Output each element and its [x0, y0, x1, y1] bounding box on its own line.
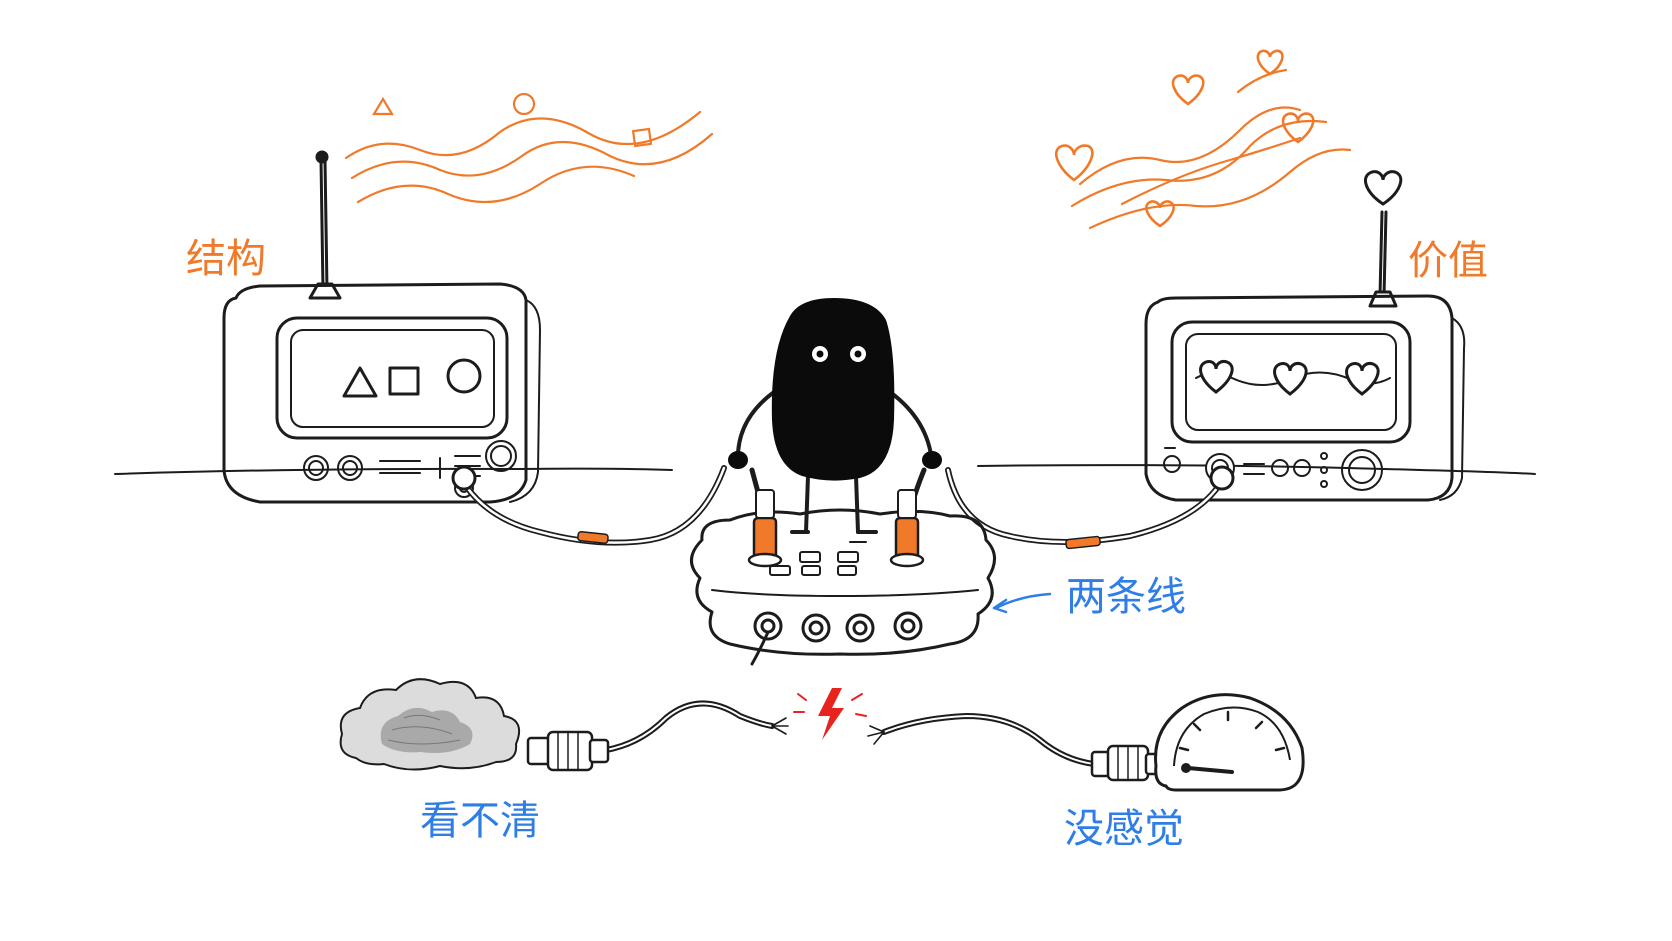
structure-signal-waves — [344, 92, 714, 204]
value-signal-waves — [1055, 49, 1352, 230]
broken-cable-right — [867, 712, 1168, 782]
cable-plug — [451, 465, 477, 491]
cable-plug — [889, 489, 925, 568]
arrow-icon — [992, 592, 1052, 614]
structure-radio — [222, 150, 541, 504]
cable-plug — [1209, 465, 1235, 491]
lightning-icon — [793, 688, 867, 740]
character — [728, 298, 942, 534]
cable-plug — [747, 489, 783, 568]
heart-icon — [1363, 170, 1403, 206]
antenna — [1368, 210, 1398, 308]
two-lines-label: 两条线 — [1066, 574, 1186, 620]
value-radio — [1144, 170, 1466, 502]
triangle-icon — [372, 96, 394, 116]
radio-controls — [1163, 447, 1383, 491]
cable-connector — [577, 531, 1101, 550]
structure-label: 结构 — [186, 236, 266, 282]
triangle-icon — [342, 366, 378, 398]
heart-icon — [1281, 112, 1315, 144]
gauge-icon — [1154, 693, 1305, 792]
heart-icon — [1199, 360, 1234, 394]
heart-icon — [1256, 49, 1284, 76]
heart-icon — [1171, 74, 1205, 106]
heart-icon — [1345, 362, 1380, 396]
heart-icon — [1055, 144, 1094, 182]
broken-cable-left — [526, 700, 789, 772]
circle-icon — [512, 92, 536, 116]
antenna — [308, 150, 342, 300]
blurry-label: 看不清 — [420, 798, 540, 844]
circle-icon — [446, 358, 482, 394]
square-icon — [388, 366, 420, 396]
square-icon — [631, 127, 653, 148]
junction-box — [690, 489, 996, 666]
heart-icon — [1273, 362, 1308, 396]
numb-label: 没感觉 — [1064, 806, 1184, 852]
fog-cloud — [339, 678, 520, 771]
value-label: 价值 — [1408, 238, 1488, 284]
heart-icon — [1145, 200, 1175, 228]
